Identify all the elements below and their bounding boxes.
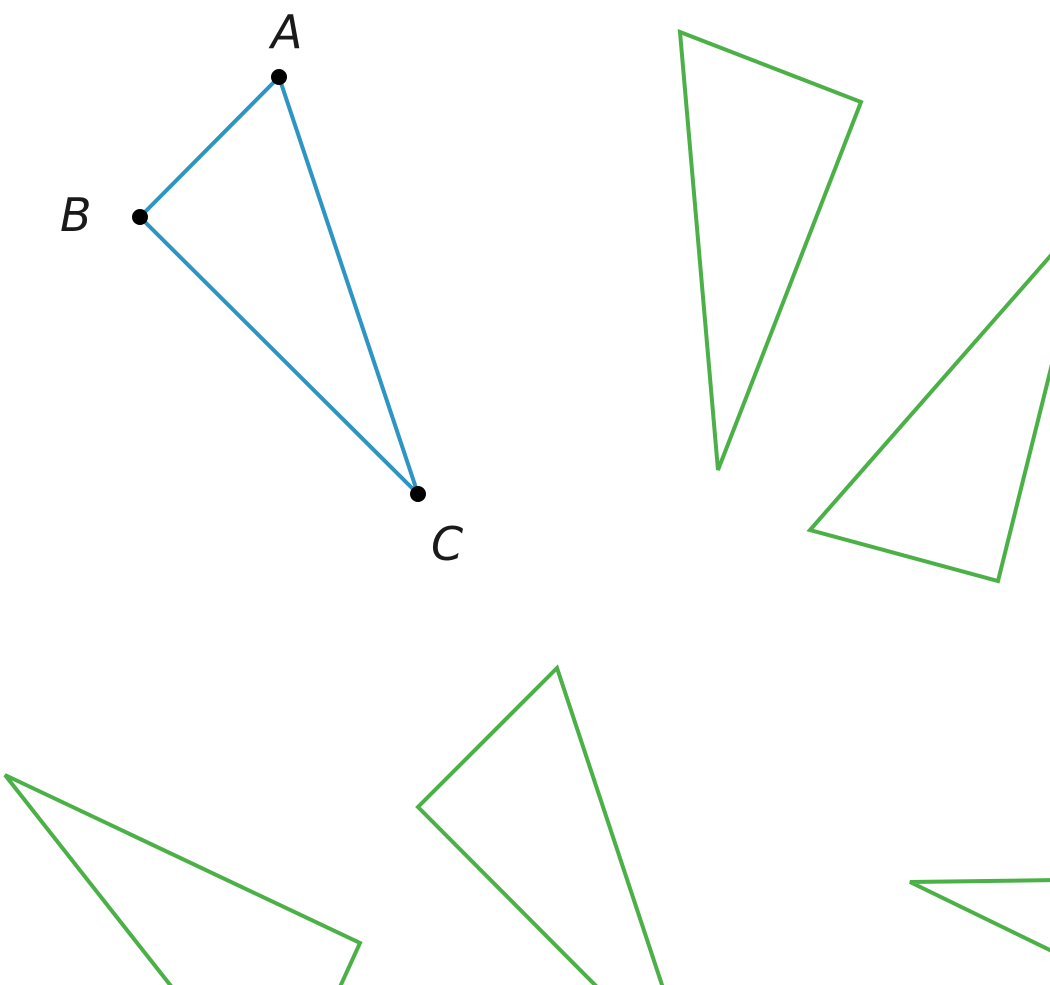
green-triangles <box>3 28 1050 985</box>
point-c <box>410 486 426 502</box>
point-a <box>271 69 287 85</box>
label-a: A <box>268 5 302 59</box>
green-triangle-bottom-left <box>3 773 363 985</box>
green-triangle-right <box>806 253 1050 584</box>
triangle-abc <box>138 75 420 496</box>
green-triangle-bottom-middle <box>415 664 665 985</box>
green-triangle-bottom-right <box>909 878 1050 953</box>
point-b <box>132 209 148 225</box>
label-c: C <box>431 517 463 571</box>
label-b: B <box>60 188 92 242</box>
green-triangle-top <box>677 28 864 471</box>
original-triangle: A B C <box>60 5 463 571</box>
